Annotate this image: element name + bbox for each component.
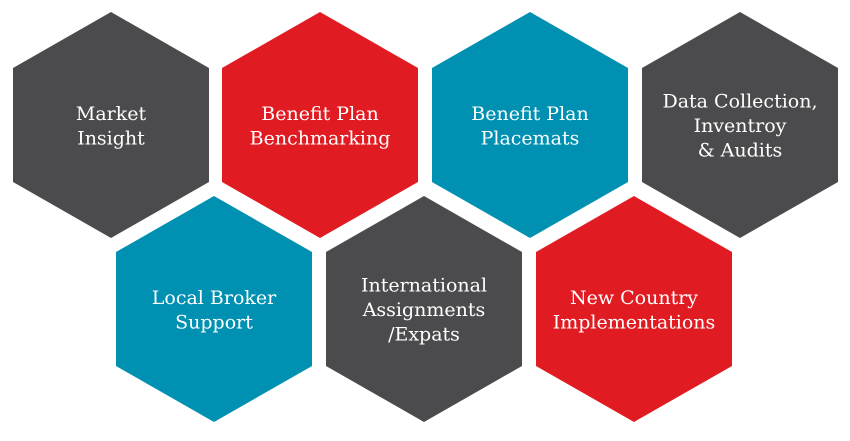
hexagon-label-line: Placemats	[481, 127, 580, 149]
hexagon-label-line: Benchmarking	[250, 127, 391, 149]
hexagon-shape	[432, 12, 628, 238]
hexagon-label-line: Assignments	[362, 299, 486, 321]
hexagon-label-line: Benefit Plan	[261, 103, 378, 125]
hexagon-shape	[326, 196, 522, 422]
hexagon-label-line: Implementations	[553, 311, 716, 333]
hexagon-label-line: Data Collection,	[662, 91, 817, 113]
hexagon-label-line: New Country	[570, 287, 698, 309]
hexagon-label-line: & Audits	[698, 140, 783, 162]
hexagon-label-line: Market	[76, 103, 147, 125]
hexagon-label-line: Insight	[77, 127, 145, 149]
hexagon-label-line: Local Broker	[152, 287, 277, 309]
hexagon-shape	[536, 196, 732, 422]
hexagon-shape	[222, 12, 418, 238]
hexagon-label-line: International	[361, 275, 487, 297]
hexagon-shape	[642, 12, 838, 238]
hexagon-shape	[116, 196, 312, 422]
hexagon-data-collection-inventroy-audits: Data Collection,Inventroy & Audits	[642, 12, 838, 238]
hexagon-label-line: Inventroy	[694, 115, 787, 137]
hexagon-shape	[13, 12, 209, 238]
hexagon-label-line: Support	[175, 311, 253, 333]
hexagon-label-line: /Expats	[388, 324, 460, 346]
hexagon-label-line: Benefit Plan	[471, 103, 588, 125]
